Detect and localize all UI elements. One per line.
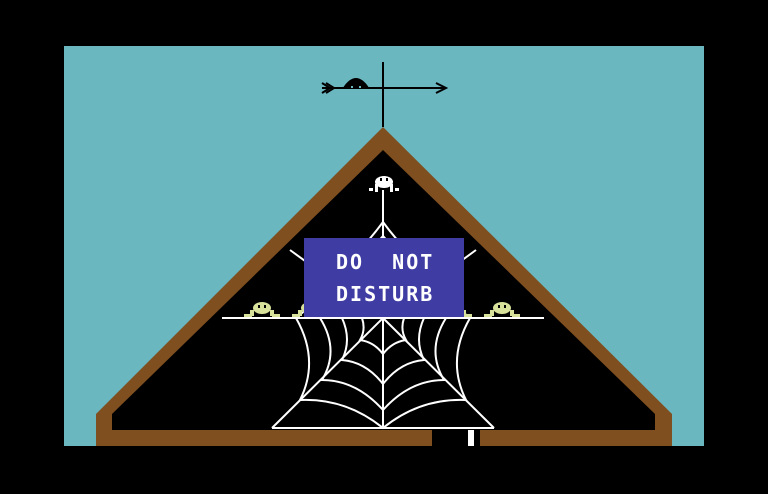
floor-beam-right — [480, 430, 656, 446]
weathervane-icon — [321, 62, 449, 127]
entry-post — [468, 430, 474, 446]
spider-icon — [484, 302, 520, 317]
do-not-disturb-sign: DO NOT DISTURB — [304, 238, 464, 317]
floor-beam-left — [112, 430, 432, 446]
sign-line-2: DISTURB — [336, 282, 435, 306]
spider-icon — [369, 176, 399, 192]
spider-icon — [244, 302, 280, 317]
sign-line-1: DO NOT — [336, 250, 435, 274]
